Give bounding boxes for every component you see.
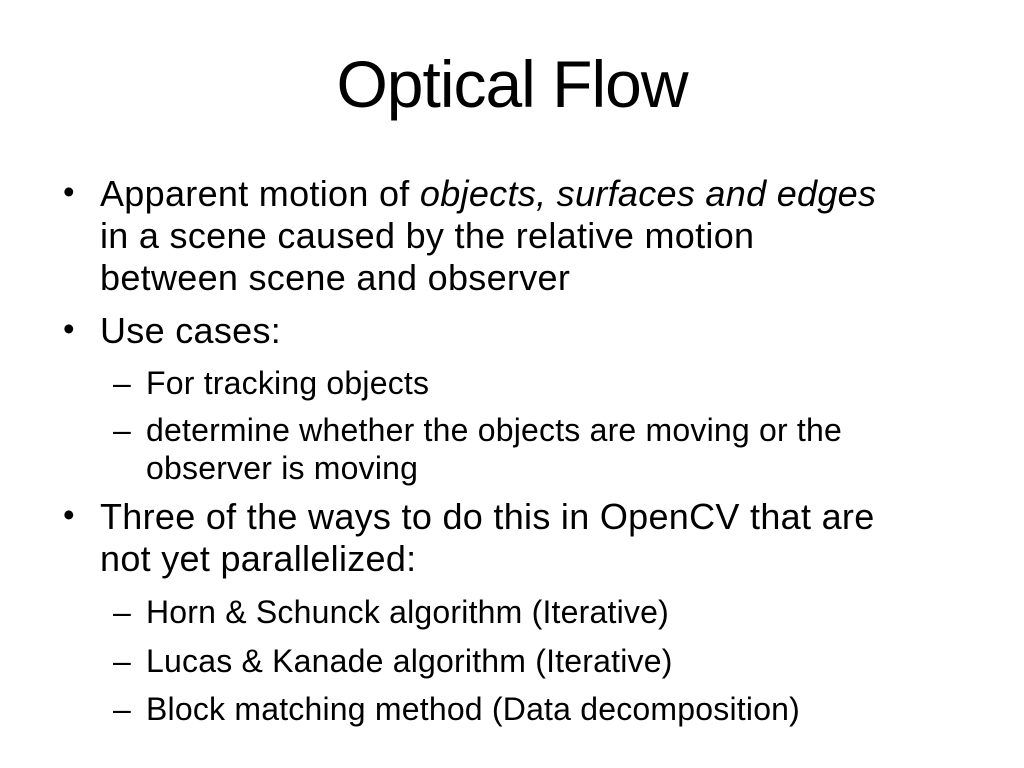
- slide-body: • Apparent motion of objects, surfaces a…: [63, 173, 996, 728]
- bullet-use-cases: • Use cases:: [63, 310, 996, 352]
- sub-bullet-determine-moving: – determine whether the objects are movi…: [113, 411, 996, 487]
- dash-marker-icon: –: [113, 594, 131, 631]
- bullet-line-2: in a scene caused by the relative motion: [100, 214, 755, 256]
- bullet-text-normal: Apparent motion of: [100, 172, 420, 214]
- bullet-line-2: not yet parallelized:: [100, 538, 417, 580]
- sub-bullet-horn-schunck: – Horn & Schunck algorithm (Iterative): [113, 593, 996, 631]
- bullet-line-1: Three of the ways to do this in OpenCV t…: [100, 496, 875, 538]
- sub-bullet-lucas-kanade: – Lucas & Kanade algorithm (Iterative): [113, 642, 996, 680]
- dash-marker-icon: –: [113, 365, 131, 402]
- bullet-dot-icon: •: [63, 309, 75, 347]
- bullet-line-1: Apparent motion of objects, surfaces and…: [100, 173, 996, 215]
- slide-title: Optical Flow: [336, 47, 688, 121]
- sub-bullet-text: For tracking objects: [146, 365, 430, 402]
- dash-marker-icon: –: [113, 642, 131, 679]
- dash-marker-icon: –: [113, 690, 131, 727]
- bullet-text-italic: objects, surfaces and edges: [419, 172, 877, 214]
- bullet-apparent-motion: • Apparent motion of objects, surfaces a…: [63, 173, 996, 299]
- bullet-line-3: between scene and observer: [100, 256, 571, 298]
- bullet-dot-icon: •: [63, 496, 75, 534]
- bullet-text: Use cases:: [100, 309, 282, 351]
- sub-bullet-text: Block matching method (Data decompositio…: [146, 690, 801, 727]
- sub-bullet-line-1: determine whether the objects are moving…: [146, 412, 842, 449]
- sub-bullet-line-2: observer is moving: [146, 450, 419, 487]
- bullet-dot-icon: •: [63, 172, 75, 210]
- sub-bullet-text: Lucas & Kanade algorithm (Iterative): [146, 642, 673, 679]
- sub-bullet-tracking-objects: – For tracking objects: [113, 364, 996, 402]
- sub-bullet-block-matching: – Block matching method (Data decomposit…: [113, 690, 996, 728]
- dash-marker-icon: –: [113, 412, 131, 449]
- bullet-three-ways-opencv: • Three of the ways to do this in OpenCV…: [63, 496, 996, 580]
- sub-bullet-text: Horn & Schunck algorithm (Iterative): [146, 594, 669, 631]
